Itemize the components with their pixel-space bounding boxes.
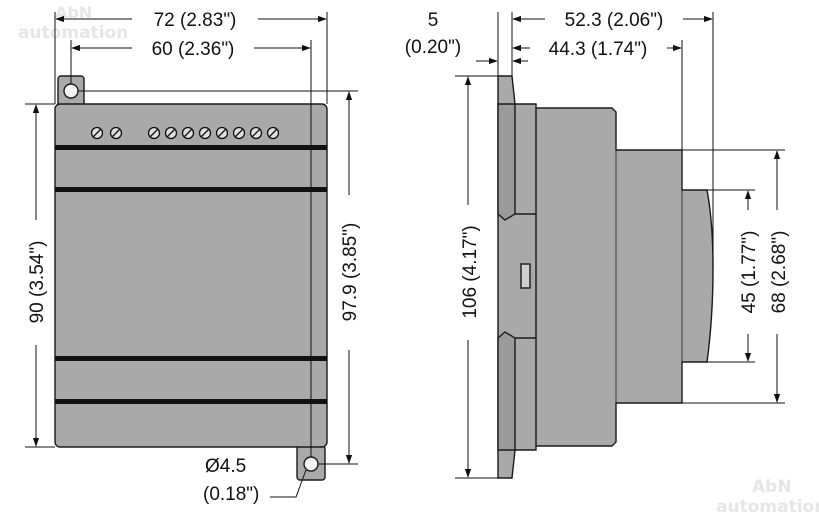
height-overall-label: 106 (4.17") (460, 225, 481, 318)
terminal-screw (90, 126, 104, 140)
height-body-label: 90 (3.54") (27, 241, 48, 324)
step-45-label: 45 (1.77") (739, 231, 760, 314)
offset-label: 5 (428, 10, 439, 31)
svg-text:AbN: AbN (55, 3, 92, 22)
watermark-bottom-right: AbN automation (716, 477, 819, 517)
band-1 (55, 145, 327, 150)
step-68-label: 68 (2.68") (769, 231, 790, 314)
terminal-screw (164, 126, 178, 140)
depth-overall-label: 52.3 (2.06") (565, 10, 664, 31)
height-holes-label: 97.9 (3.85") (340, 223, 361, 322)
band-2 (55, 187, 327, 192)
front-dimensions (25, 12, 358, 498)
terminal-screw (147, 126, 161, 140)
band-4 (55, 399, 327, 404)
depth-body-label: 44.3 (1.74") (549, 39, 648, 60)
terminal-screw (215, 126, 229, 140)
svg-text:automation: automation (18, 23, 128, 43)
band-3 (55, 356, 327, 361)
terminal-screw (181, 126, 195, 140)
side-view (497, 75, 714, 479)
din-clip-lower (497, 331, 516, 451)
svg-text:automation: automation (716, 497, 819, 517)
terminal-screw (266, 126, 280, 140)
device-body (54, 103, 328, 448)
din-clip-upper (497, 103, 516, 221)
front-view (54, 75, 328, 481)
hole-diameter-label: Ø4.5 (205, 456, 246, 477)
terminal-screw (109, 126, 123, 140)
terminal-block (90, 126, 280, 140)
din-latch (520, 263, 531, 289)
svg-text:AbN: AbN (752, 477, 792, 497)
terminal-screw (249, 126, 263, 140)
side-dimensions (455, 12, 785, 479)
width-overall-label: 72 (2.83") (154, 10, 237, 31)
terminal-screw (198, 126, 212, 140)
offset-inch-label: (0.20") (405, 37, 461, 58)
bottom-mounting-hole (303, 456, 319, 472)
side-profile (497, 75, 714, 479)
top-mounting-hole (63, 83, 79, 99)
width-holes-label: 60 (2.36") (152, 39, 235, 60)
hole-diameter-inch-label: (0.18") (203, 484, 259, 505)
terminal-screw (232, 126, 246, 140)
watermark-top-left: AbN automation (18, 3, 128, 43)
